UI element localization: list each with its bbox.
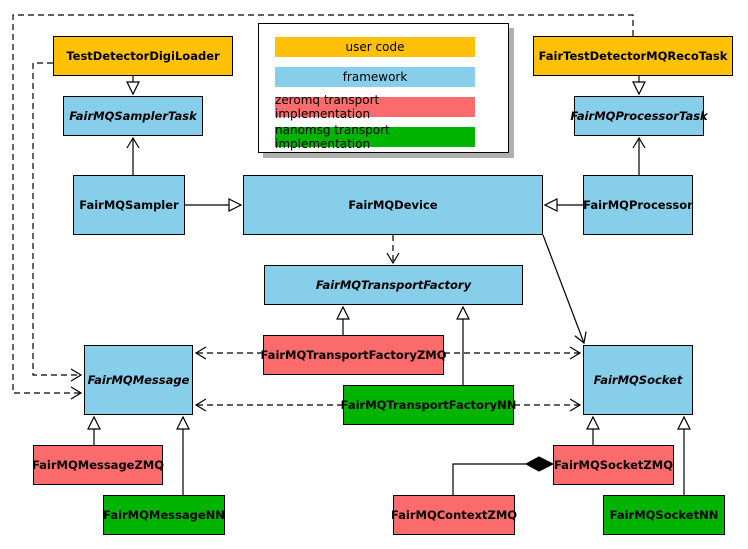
class-label: FairMQMessage bbox=[87, 373, 190, 387]
class-box-fairmqmessage: FairMQMessage bbox=[84, 345, 193, 415]
legend-label: zeromq transport implementation bbox=[275, 93, 380, 121]
legend-item-zeromq: zeromq transport implementation bbox=[275, 93, 475, 121]
class-label: FairMQTransportFactoryZMQ bbox=[260, 348, 447, 362]
class-label: FairMQSocketNN bbox=[609, 508, 719, 522]
class-label: FairMQMessageZMQ bbox=[31, 458, 165, 472]
class-label: FairMQTransportFactoryNN bbox=[340, 398, 517, 412]
class-label: FairMQSocketZMQ bbox=[554, 458, 673, 472]
class-label: FairMQProcessor bbox=[583, 198, 693, 212]
class-box-fairmqsamplertask: FairMQSamplerTask bbox=[63, 96, 203, 136]
class-box-fairmqsocketzmq: FairMQSocketZMQ bbox=[553, 445, 674, 485]
legend: user code framework zeromq transport imp… bbox=[258, 23, 509, 153]
class-box-fairmqprocessor: FairMQProcessor bbox=[583, 175, 693, 235]
class-box-fairmqsocketnn: FairMQSocketNN bbox=[603, 495, 725, 535]
class-box-fairmqtransportfactorynn: FairMQTransportFactoryNN bbox=[340, 385, 517, 425]
edge-assoc-device-socket bbox=[542, 234, 587, 345]
class-box-fairmqtransportfactoryzmq: FairMQTransportFactoryZMQ bbox=[260, 335, 447, 375]
legend-item-user-code: user code bbox=[275, 37, 475, 57]
edge-comp-contextzmq-socketzmq bbox=[452, 463, 526, 495]
class-label: TestDetectorDigiLoader bbox=[66, 49, 220, 63]
class-box-fairmqprocessortask: FairMQProcessorTask bbox=[570, 96, 708, 136]
class-label: FairTestDetectorMQRecoTask bbox=[538, 49, 728, 63]
edge-dep-digiloader-message bbox=[32, 62, 83, 382]
legend-item-framework: framework bbox=[275, 67, 475, 87]
class-label: FairMQSocket bbox=[593, 373, 683, 387]
class-label: FairMQDevice bbox=[348, 198, 438, 212]
class-box-fairmqmessagezmq: FairMQMessageZMQ bbox=[31, 445, 165, 485]
composition-diamond-icon bbox=[524, 456, 555, 472]
class-box-fairmqtransportfactory: FairMQTransportFactory bbox=[264, 265, 523, 305]
legend-label: nanomsg transport implementation bbox=[275, 123, 390, 151]
legend-label: framework bbox=[342, 70, 408, 84]
legend-item-nanomsg: nanomsg transport implementation bbox=[275, 123, 475, 151]
class-label: FairMQProcessorTask bbox=[570, 109, 708, 123]
class-box-fairmqmessagenn: FairMQMessageNN bbox=[103, 495, 225, 535]
class-box-fairmqcontextzmq: FairMQContextZMQ bbox=[390, 495, 518, 535]
class-box-fairmqdevice: FairMQDevice bbox=[243, 175, 543, 235]
class-box-fairmqsocket: FairMQSocket bbox=[583, 345, 693, 415]
legend-label: user code bbox=[345, 40, 405, 54]
class-box-testdetectordigiloader: TestDetectorDigiLoader bbox=[53, 36, 233, 76]
class-label: FairMQMessageNN bbox=[103, 508, 225, 522]
class-label: FairMQTransportFactory bbox=[315, 278, 472, 292]
class-label: FairMQSamplerTask bbox=[69, 109, 197, 123]
class-label: FairMQSampler bbox=[79, 198, 179, 212]
edge-dep-recotask-message bbox=[12, 14, 634, 400]
class-box-fairtestdetectormqrecotask: FairTestDetectorMQRecoTask bbox=[533, 36, 733, 76]
class-box-fairmqsampler: FairMQSampler bbox=[73, 175, 185, 235]
class-label: FairMQContextZMQ bbox=[390, 508, 518, 522]
